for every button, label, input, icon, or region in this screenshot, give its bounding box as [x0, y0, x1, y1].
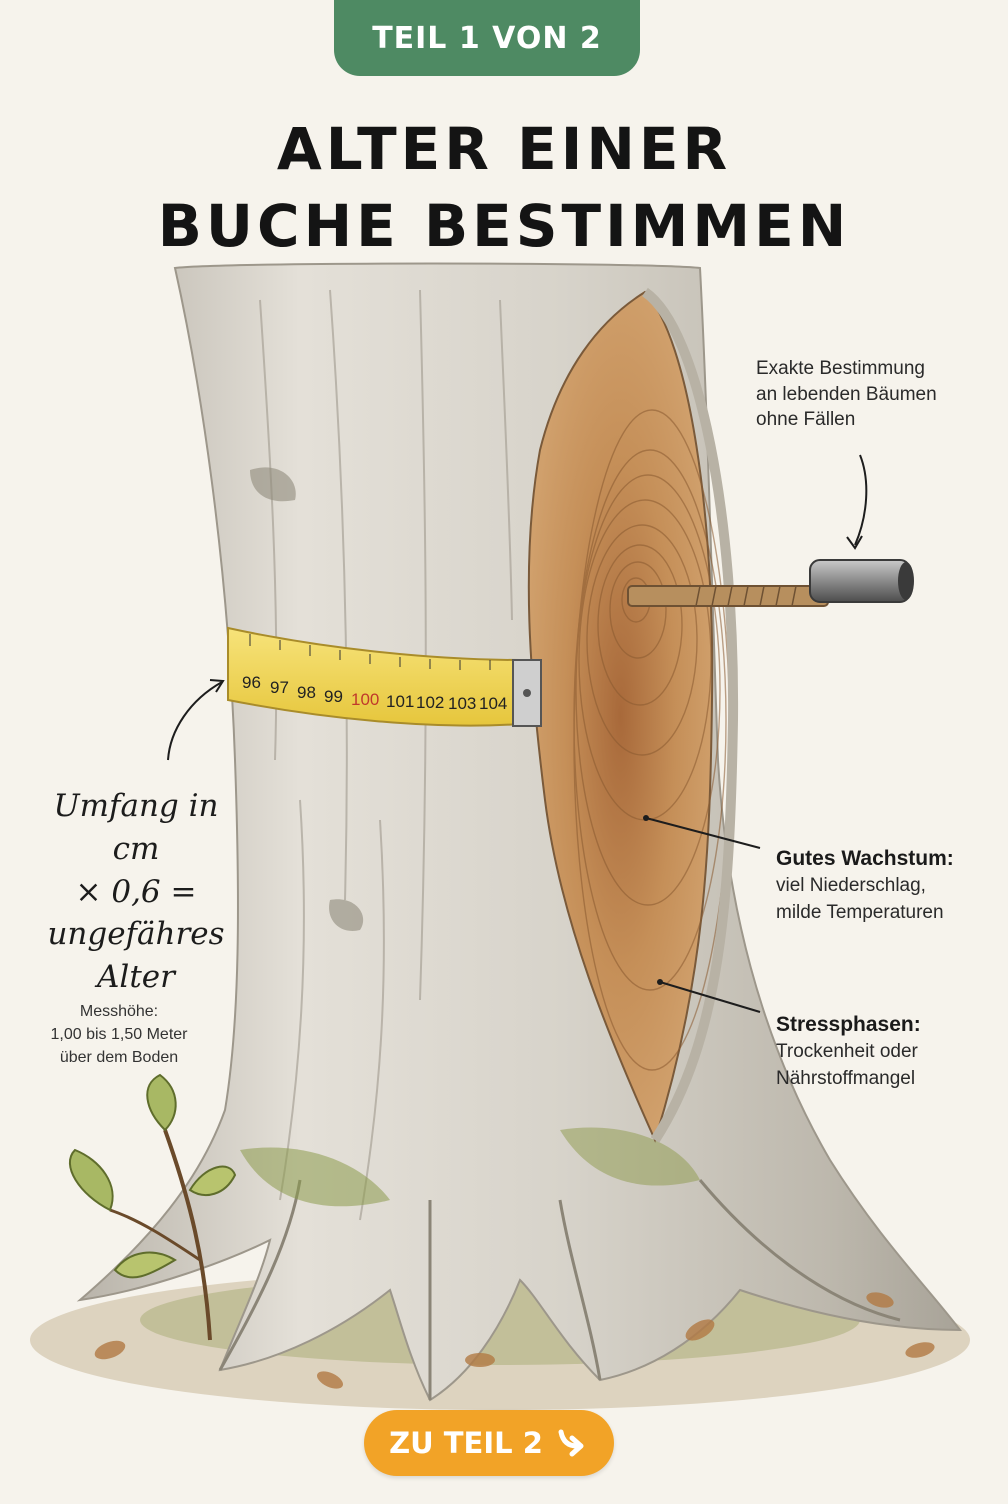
tape-tick-104: 104 — [479, 694, 507, 713]
annotation-core-line-3: ohne Fällen — [756, 409, 856, 431]
tape-tick-101: 101 — [386, 692, 414, 711]
annotation-stress-line-2: Nährstoffmangel — [776, 1067, 916, 1089]
measurement-height-note: Messhöhe: 1,00 bis 1,50 Meter über dem B… — [30, 1000, 208, 1070]
arrow-to-tape — [167, 681, 223, 761]
pointer-stress-phases — [659, 981, 761, 1013]
increment-borer-handle — [809, 559, 911, 603]
annotation-growth-line-1: viel Niederschlag, — [776, 875, 926, 897]
formula-line-3: ungefähres — [47, 916, 225, 953]
next-part-label: ZU TEIL 2 — [389, 1426, 543, 1460]
annotation-stress-heading: Stressphasen: — [776, 1013, 921, 1036]
annotation-good-growth: Gutes Wachstum: viel Niederschlag, milde… — [776, 844, 954, 927]
measure-height-line-3: über dem Boden — [59, 1049, 179, 1067]
formula-line-2: × 0,6 = — [75, 873, 197, 910]
formula-line-1: Umfang in cm — [53, 788, 219, 867]
annotation-increment-borer: Exakte Bestimmung an lebenden Bäumen ohn… — [756, 356, 937, 433]
annotation-core-line-2: an lebenden Bäumen — [756, 383, 937, 405]
page-title-line-1: ALTER EINER — [276, 115, 732, 183]
annotation-growth-line-2: milde Temperaturen — [776, 901, 944, 923]
page-title-line-2: BUCHE BESTIMMEN — [157, 192, 851, 260]
annotation-core-line-1: Exakte Bestimmung — [756, 358, 925, 379]
trunk — [76, 262, 963, 1402]
arrow-to-borer — [854, 454, 868, 546]
next-part-button[interactable]: ZU TEIL 2 — [364, 1410, 614, 1476]
tape-tick-102: 102 — [416, 693, 444, 712]
tape-tick-103: 103 — [448, 694, 476, 713]
annotation-stress-line-1: Trockenheit oder — [776, 1041, 918, 1063]
age-formula: Umfang in cm × 0,6 = ungefähres Alter — [36, 785, 236, 999]
part-indicator-badge: TEIL 1 VON 2 — [334, 0, 640, 76]
tape-tick-99: 99 — [324, 687, 343, 706]
pointer-good-growth — [645, 817, 761, 849]
tape-tick-100: 100 — [351, 690, 379, 709]
arrow-down-right-icon — [555, 1426, 589, 1460]
tape-tick-98: 98 — [297, 683, 316, 702]
annotation-growth-heading: Gutes Wachstum: — [776, 847, 954, 870]
measure-height-line-1: Messhöhe: — [79, 1003, 159, 1020]
part-indicator-label: TEIL 1 VON 2 — [372, 20, 602, 56]
annotation-stress-phases: Stressphasen: Trockenheit oder Nährstoff… — [776, 1010, 921, 1093]
measure-height-line-2: 1,00 bis 1,50 Meter — [50, 1026, 188, 1044]
tape-tick-97: 97 — [270, 678, 289, 697]
tape-tick-96: 96 — [242, 673, 261, 692]
formula-line-4: Alter — [97, 959, 175, 996]
beech-seedling — [69, 1073, 237, 1341]
